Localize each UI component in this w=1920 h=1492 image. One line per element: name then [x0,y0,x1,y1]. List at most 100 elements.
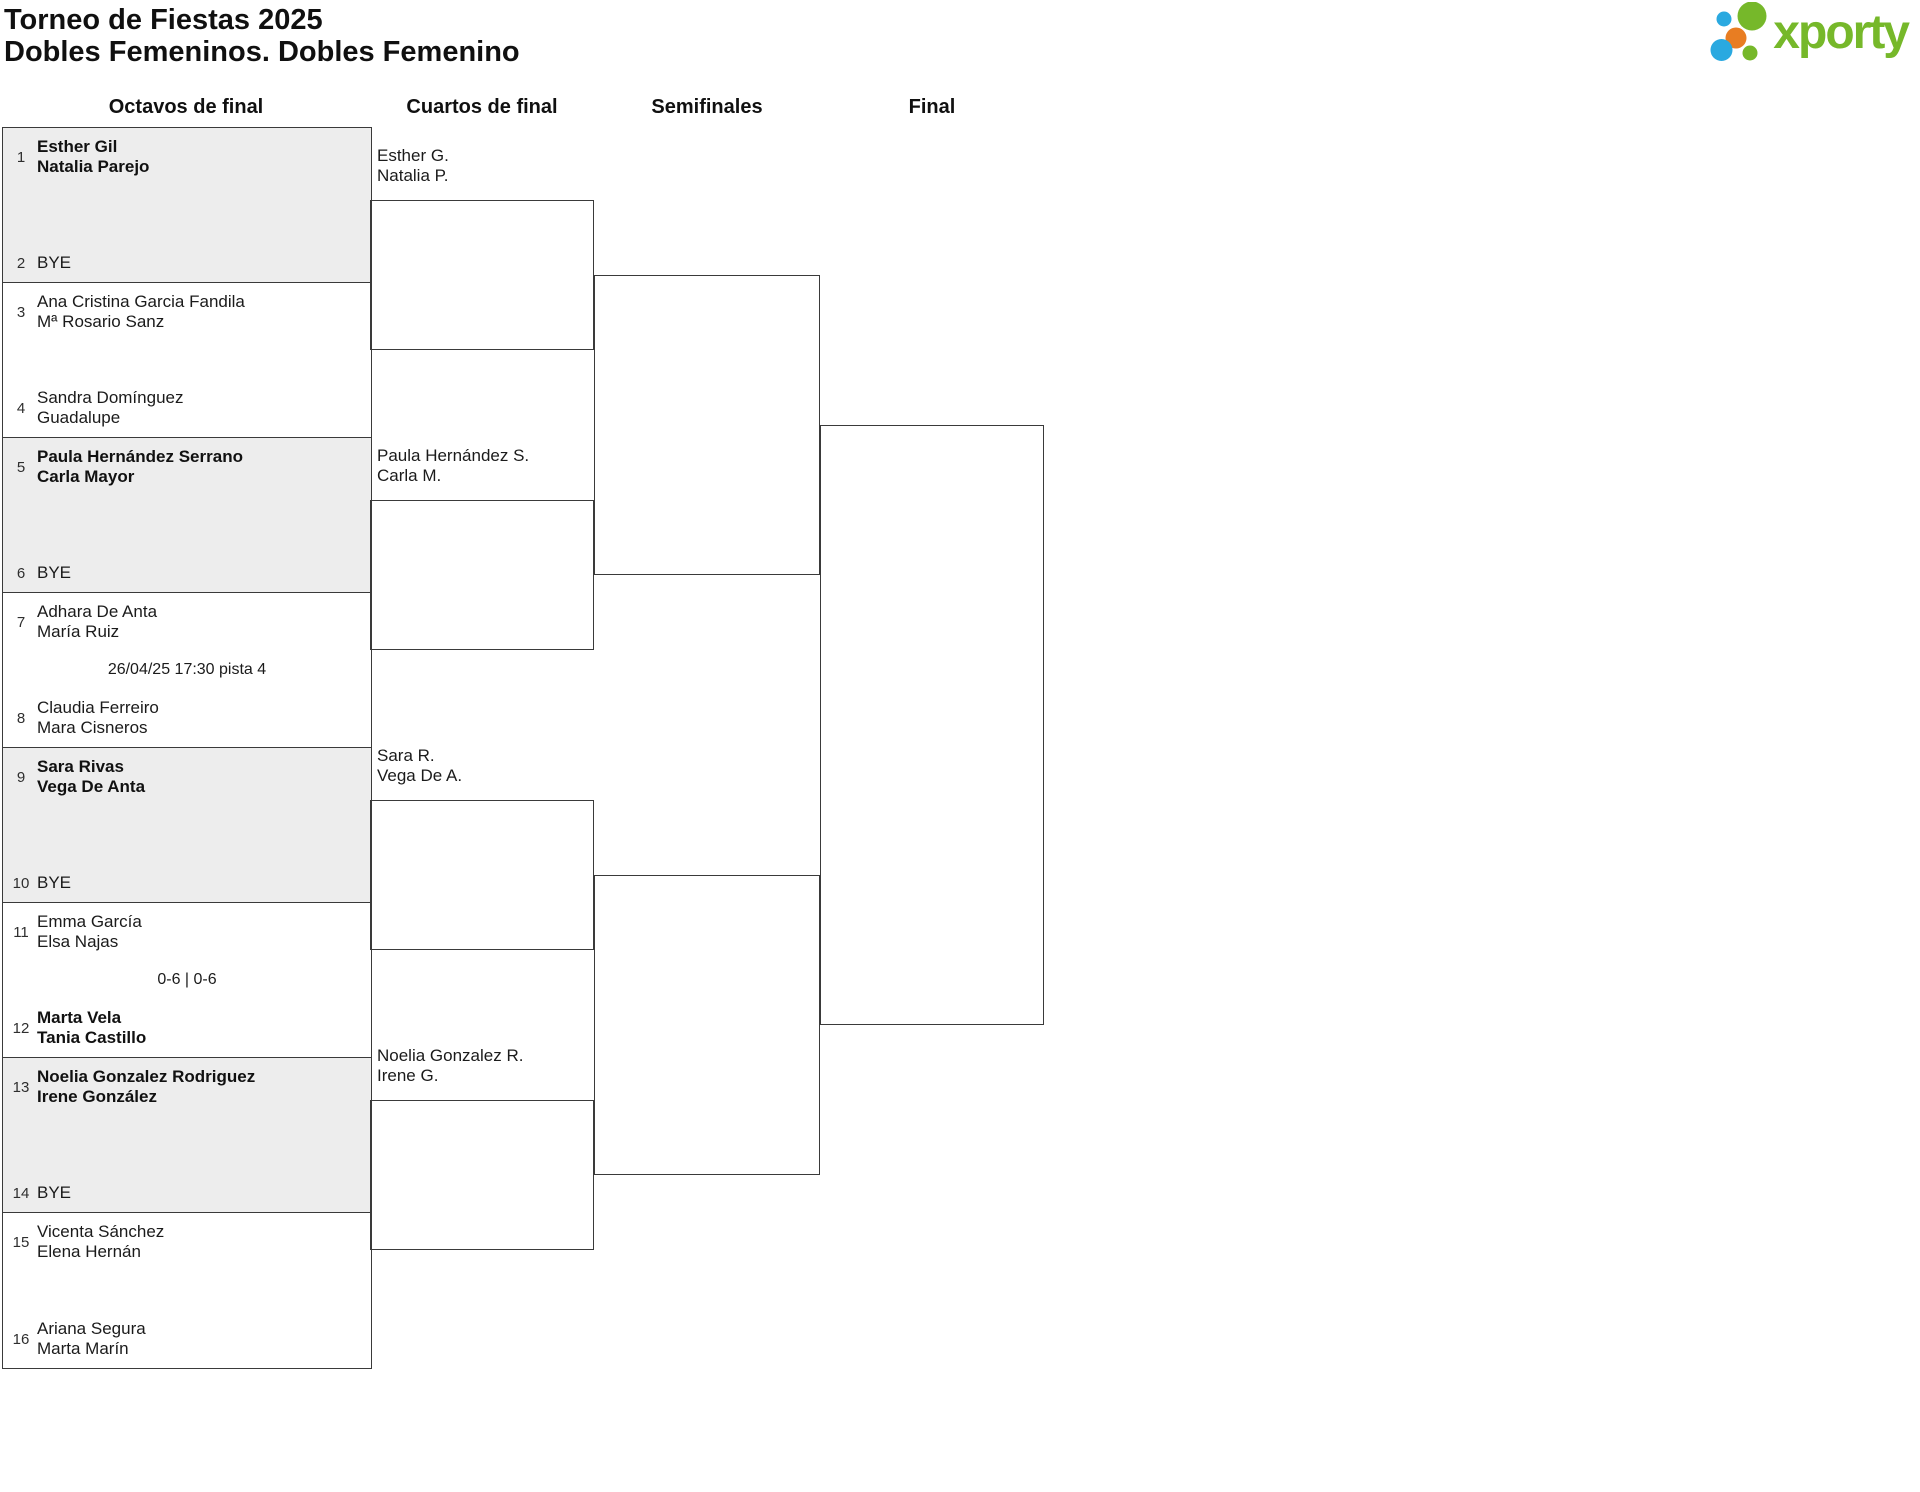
match-schedule: 26/04/25 17:30 pista 4 [107,661,267,678]
player-name: Guadalupe [37,408,121,427]
qf-team-4: Noelia Gonzalez R. Irene G. [377,1046,591,1086]
page-title: Torneo de Fiestas 2025 [4,4,323,36]
player-name: Ana Cristina Garcia Fandila [37,292,245,311]
round-header-cuartos: Cuartos de final [406,96,558,118]
player-name: Vega De A. [377,766,463,785]
seed-number: 10 [12,874,30,892]
player-name: Noelia Gonzalez Rodriguez [37,1067,256,1086]
player-name: Irene G. [377,1066,439,1085]
player-name: Tania Castillo [37,1028,147,1047]
player-name: Esther Gil [37,137,118,156]
player-name: Esther G. [377,146,449,165]
team-slot: 10 BYE [9,873,367,893]
seed-number: 13 [12,1078,30,1096]
qf-team-1: Esther G. Natalia P. [377,146,591,186]
seed-number: 12 [12,1019,30,1037]
player-name: Natalia P. [377,166,449,185]
player-name: Emma García [37,912,142,931]
player-name: Ariana Segura [37,1319,146,1338]
qf-match-box-2 [370,500,594,650]
player-name: Sandra Domínguez [37,388,184,407]
player-name: Mª Rosario Sanz [37,312,165,331]
page-header: Torneo de Fiestas 2025 Dobles Femeninos.… [4,4,520,68]
seed-number: 16 [12,1330,30,1348]
seed-number: 15 [12,1233,30,1251]
seed-number: 14 [12,1184,30,1202]
final-match-box [820,425,1044,1025]
seed-number: 7 [16,613,26,631]
seed-number: 2 [16,254,26,272]
player-name: Sara R. [377,746,435,765]
player-name: Mara Cisneros [37,718,148,737]
seed-number: 8 [16,709,26,727]
player-name: Vega De Anta [37,777,146,796]
seed-number: 9 [16,768,26,786]
xporty-logo-text: xporty [1773,6,1910,59]
player-name: Noelia Gonzalez R. [377,1046,524,1065]
bye-label: BYE [37,563,72,582]
player-name: Elena Hernán [37,1242,141,1261]
sf-match-box-1 [594,275,820,575]
player-name: Marta Vela [37,1008,122,1027]
team-slot: 2 BYE [9,253,367,273]
player-name: Paula Hernández S. [377,446,530,465]
player-name: Carla Mayor [37,467,135,486]
team-slot: 6 BYE [9,563,367,583]
page-subtitle: Dobles Femeninos. Dobles Femenino [4,36,520,68]
round-header-semifinales: Semifinales [651,96,763,118]
xporty-logo-dots-icon [1710,2,1767,61]
player-name: Sara Rivas [37,757,124,776]
qf-match-box-3 [370,800,594,950]
bye-label: BYE [37,1183,72,1202]
sf-match-box-2 [594,875,820,1175]
bye-label: BYE [37,253,72,272]
player-name: Claudia Ferreiro [37,698,159,717]
player-name: María Ruiz [37,622,120,641]
player-name: Marta Marín [37,1339,129,1358]
qf-team-2: Paula Hernández S. Carla M. [377,446,591,486]
qf-match-box-1 [370,200,594,350]
qf-match-box-4 [370,1100,594,1250]
bye-label: BYE [37,873,72,892]
match-score: 0-6 | 0-6 [157,971,217,988]
player-name: Carla M. [377,466,442,485]
team-slot: 14 BYE [9,1183,367,1203]
round-header-octavos: Octavos de final [108,96,264,118]
player-name: Natalia Parejo [37,157,150,176]
seed-number: 1 [16,148,26,166]
seed-number: 6 [16,564,26,582]
xporty-logo: xporty [1709,2,1910,64]
qf-team-3: Sara R. Vega De A. [377,746,591,786]
player-name: Irene González [37,1087,157,1106]
seed-number: 5 [16,458,26,476]
round-header-final: Final [908,96,956,118]
player-name: Paula Hernández Serrano [37,447,243,466]
player-name: Vicenta Sánchez [37,1222,165,1241]
seed-number: 11 [13,923,29,941]
seed-number: 3 [16,303,26,321]
player-name: Adhara De Anta [37,602,158,621]
seed-number: 4 [16,399,26,417]
player-name: Elsa Najas [37,932,119,951]
